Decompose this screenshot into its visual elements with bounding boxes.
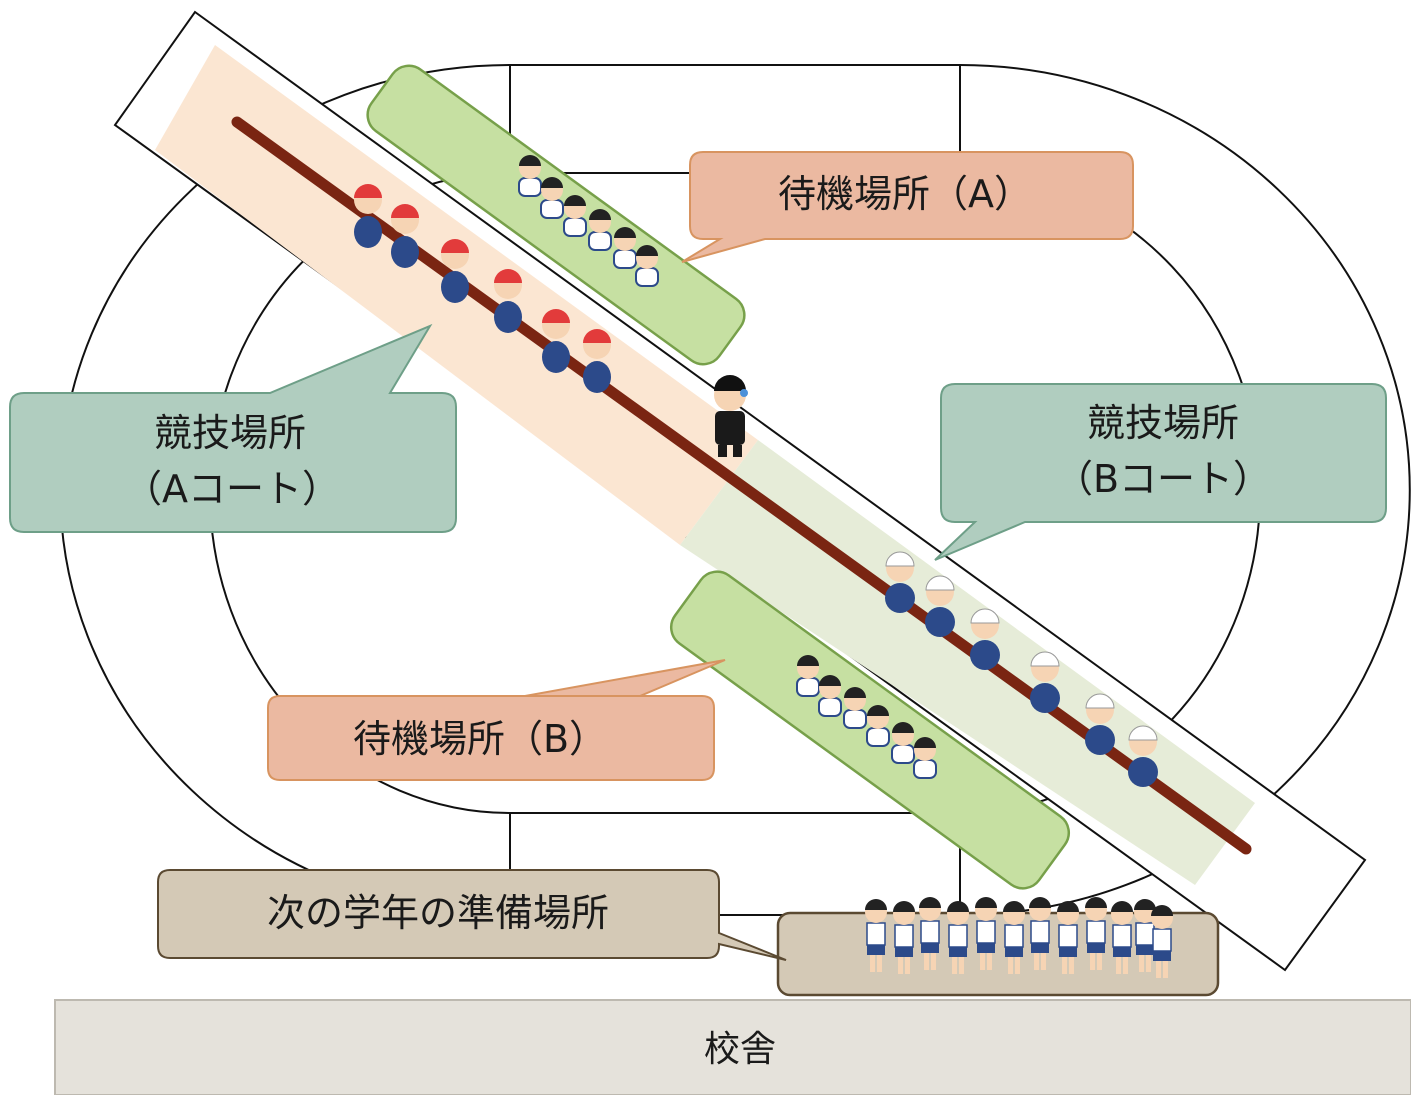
callout-court-b: 競技場所 （Bコート） — [934, 383, 1387, 561]
standing-student-icon — [1085, 897, 1107, 970]
seated-student-icon — [818, 675, 842, 717]
standing-student-icon — [975, 897, 997, 970]
standing-student-icon — [893, 901, 915, 974]
court-b-label-line1: 競技場所 — [1087, 401, 1239, 445]
red-cap-student-icon — [542, 309, 570, 373]
callout-prep-area: 次の学年の準備場所 — [157, 869, 787, 961]
standing-student-icon — [1057, 901, 1079, 974]
standing-student-icon — [1003, 901, 1025, 974]
team-b-students — [885, 551, 1158, 787]
seated-student-icon — [540, 177, 564, 219]
school-building — [54, 999, 1411, 1095]
seated-student-icon — [866, 705, 890, 747]
prep-area — [776, 911, 1220, 997]
standing-student-icon — [1029, 897, 1051, 970]
seated-student-icon — [613, 227, 637, 269]
white-cap-student-icon — [1128, 725, 1158, 787]
white-cap-student-icon — [885, 551, 915, 613]
seated-student-icon — [588, 209, 612, 251]
school-building-label: 校舎 — [704, 1029, 776, 1070]
standing-student-icon — [1111, 901, 1133, 974]
prep-area-students — [865, 897, 1173, 978]
standing-student-icon — [947, 901, 969, 974]
waiting-a-label: 待機場所（A） — [778, 172, 1032, 216]
seated-student-icon — [891, 722, 915, 764]
waiting-students-a — [518, 155, 659, 287]
white-cap-student-icon — [970, 608, 1000, 670]
standing-student-icon — [1151, 905, 1173, 978]
seated-student-icon — [635, 245, 659, 287]
seated-student-icon — [843, 687, 867, 729]
seated-student-icon — [563, 195, 587, 237]
court-a-label-line1: 競技場所 — [154, 411, 306, 455]
red-cap-student-icon — [494, 269, 522, 333]
red-cap-student-icon — [354, 184, 382, 248]
seated-student-icon — [518, 155, 542, 197]
white-cap-student-icon — [925, 575, 955, 637]
standing-student-icon — [919, 897, 941, 970]
callout-waiting-b: 待機場所（B） — [267, 659, 726, 781]
red-cap-student-icon — [583, 329, 611, 393]
court-a-label-line2: （Aコート） — [124, 467, 340, 511]
seated-student-icon — [913, 737, 937, 779]
callout-waiting-a: 待機場所（A） — [681, 151, 1134, 263]
court-b-label-line2: （Bコート） — [1055, 457, 1271, 501]
seated-student-icon — [796, 655, 820, 697]
prep-area-label: 次の学年の準備場所 — [267, 891, 609, 935]
red-cap-student-icon — [391, 204, 419, 268]
waiting-b-label: 待機場所（B） — [353, 717, 607, 761]
white-cap-student-icon — [1085, 693, 1115, 755]
waiting-students-b — [796, 655, 937, 779]
team-a-students — [354, 184, 611, 393]
red-cap-student-icon — [441, 239, 469, 303]
standing-student-icon — [1134, 899, 1156, 972]
callout-court-a: 競技場所 （Aコート） — [9, 323, 457, 533]
standing-student-icon — [865, 899, 887, 972]
referee-whistle-icon — [714, 375, 748, 457]
white-cap-student-icon — [1030, 651, 1060, 713]
